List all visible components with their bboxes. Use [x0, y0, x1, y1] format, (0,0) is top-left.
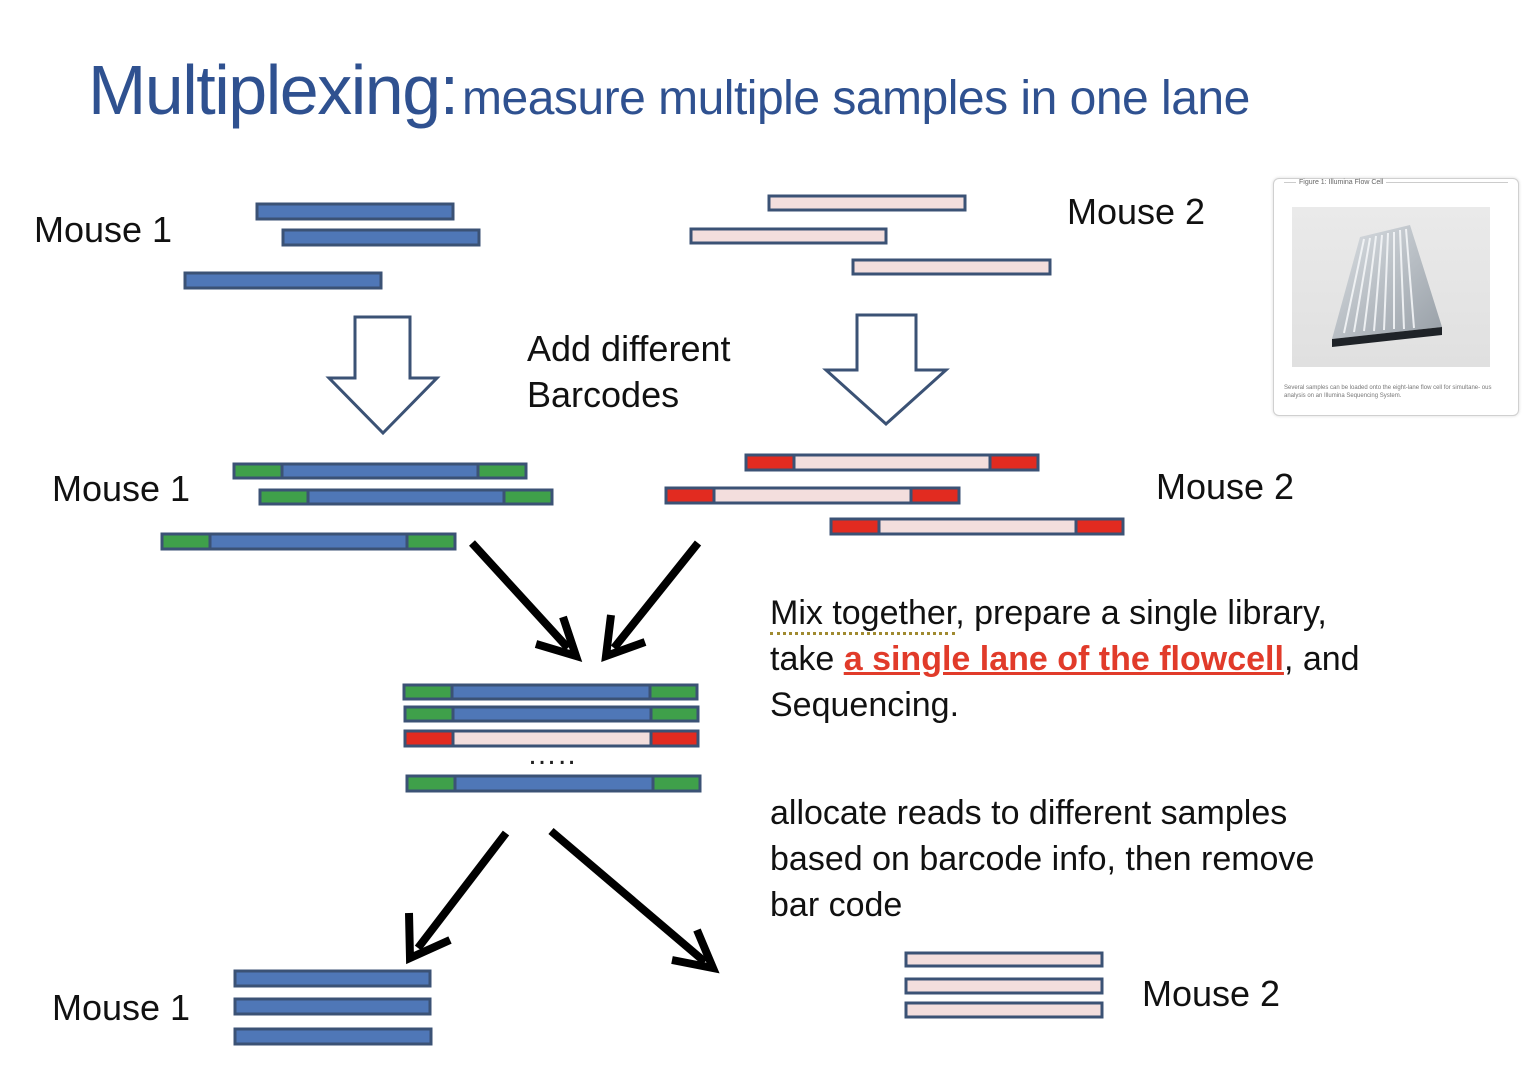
mouse1-raw-reads [183, 202, 481, 290]
allocate-line2: based on barcode info, then remove [770, 840, 1315, 878]
mix-text-part5: Sequencing. [770, 686, 960, 724]
label-add-barcodes-1: Add different [527, 328, 731, 369]
mix-text-part4: , and [1283, 640, 1360, 678]
title-subtitle: measure multiple samples in one lane [462, 72, 1250, 125]
converge-arrows [469, 540, 702, 663]
flowcell-highlight: a single lane of the flowcell [843, 640, 1284, 678]
label-mouse1-top: Mouse 1 [34, 209, 173, 250]
hollow-arrow-right [822, 313, 950, 427]
slide-title: Multiplexing: measure multiple samples i… [88, 50, 1250, 130]
mix-text-part3: take [770, 640, 844, 678]
label-mouse1-bottom: Mouse 1 [52, 987, 191, 1028]
read-blue [183, 271, 383, 290]
flowcell-illustration [1332, 225, 1442, 347]
mix-together-text: Mix together, prepare a single library, … [770, 590, 1470, 728]
read-blue [281, 228, 481, 247]
mouse1-final-reads [233, 969, 433, 1046]
arrow-mouse1-to-pool [469, 540, 571, 651]
read-blue [255, 202, 455, 221]
diverge-arrows [405, 827, 720, 974]
figure-caption: Several samples can be loaded onto the e… [1284, 385, 1492, 399]
flowcell-figure: Figure 1: Illumina Flow Cell [1273, 178, 1519, 416]
arrow-pool-to-mouse1 [414, 830, 510, 951]
allocate-text: allocate reads to different samples base… [770, 790, 1470, 928]
hollow-arrow-left [325, 315, 441, 436]
read-pink [851, 258, 1052, 276]
allocate-line3: bar code [770, 886, 903, 924]
title-main: Multiplexing: [88, 51, 459, 129]
label-add-barcodes-2: Barcodes [527, 374, 680, 415]
arrow-mouse2-to-pool [610, 540, 702, 651]
read-pink [767, 194, 967, 212]
figure-rule [1284, 182, 1508, 183]
label-mouse2-top: Mouse 2 [1067, 191, 1206, 232]
figure-title: Figure 1: Illumina Flow Cell [1296, 179, 1387, 186]
read-pink [689, 227, 888, 245]
label-mouse2-bottom: Mouse 2 [1142, 973, 1281, 1014]
allocate-line1: allocate reads to different samples [770, 794, 1288, 832]
mouse2-barcoded-reads [664, 453, 1125, 536]
mouse1-barcoded-reads [160, 462, 554, 551]
mouse2-raw-reads [689, 194, 1052, 276]
mix-together-phrase: Mix together [770, 594, 956, 635]
mouse2-final-reads [904, 951, 1104, 1019]
ellipsis: ….. [527, 738, 577, 771]
flowcell-image [1292, 207, 1490, 367]
label-mouse2-mid: Mouse 2 [1156, 466, 1295, 507]
arrow-pool-to-mouse2 [548, 827, 708, 966]
mix-text-part2: , prepare a single library, [955, 594, 1327, 632]
pooled-reads [402, 683, 702, 793]
label-mouse1-mid: Mouse 1 [52, 468, 191, 509]
